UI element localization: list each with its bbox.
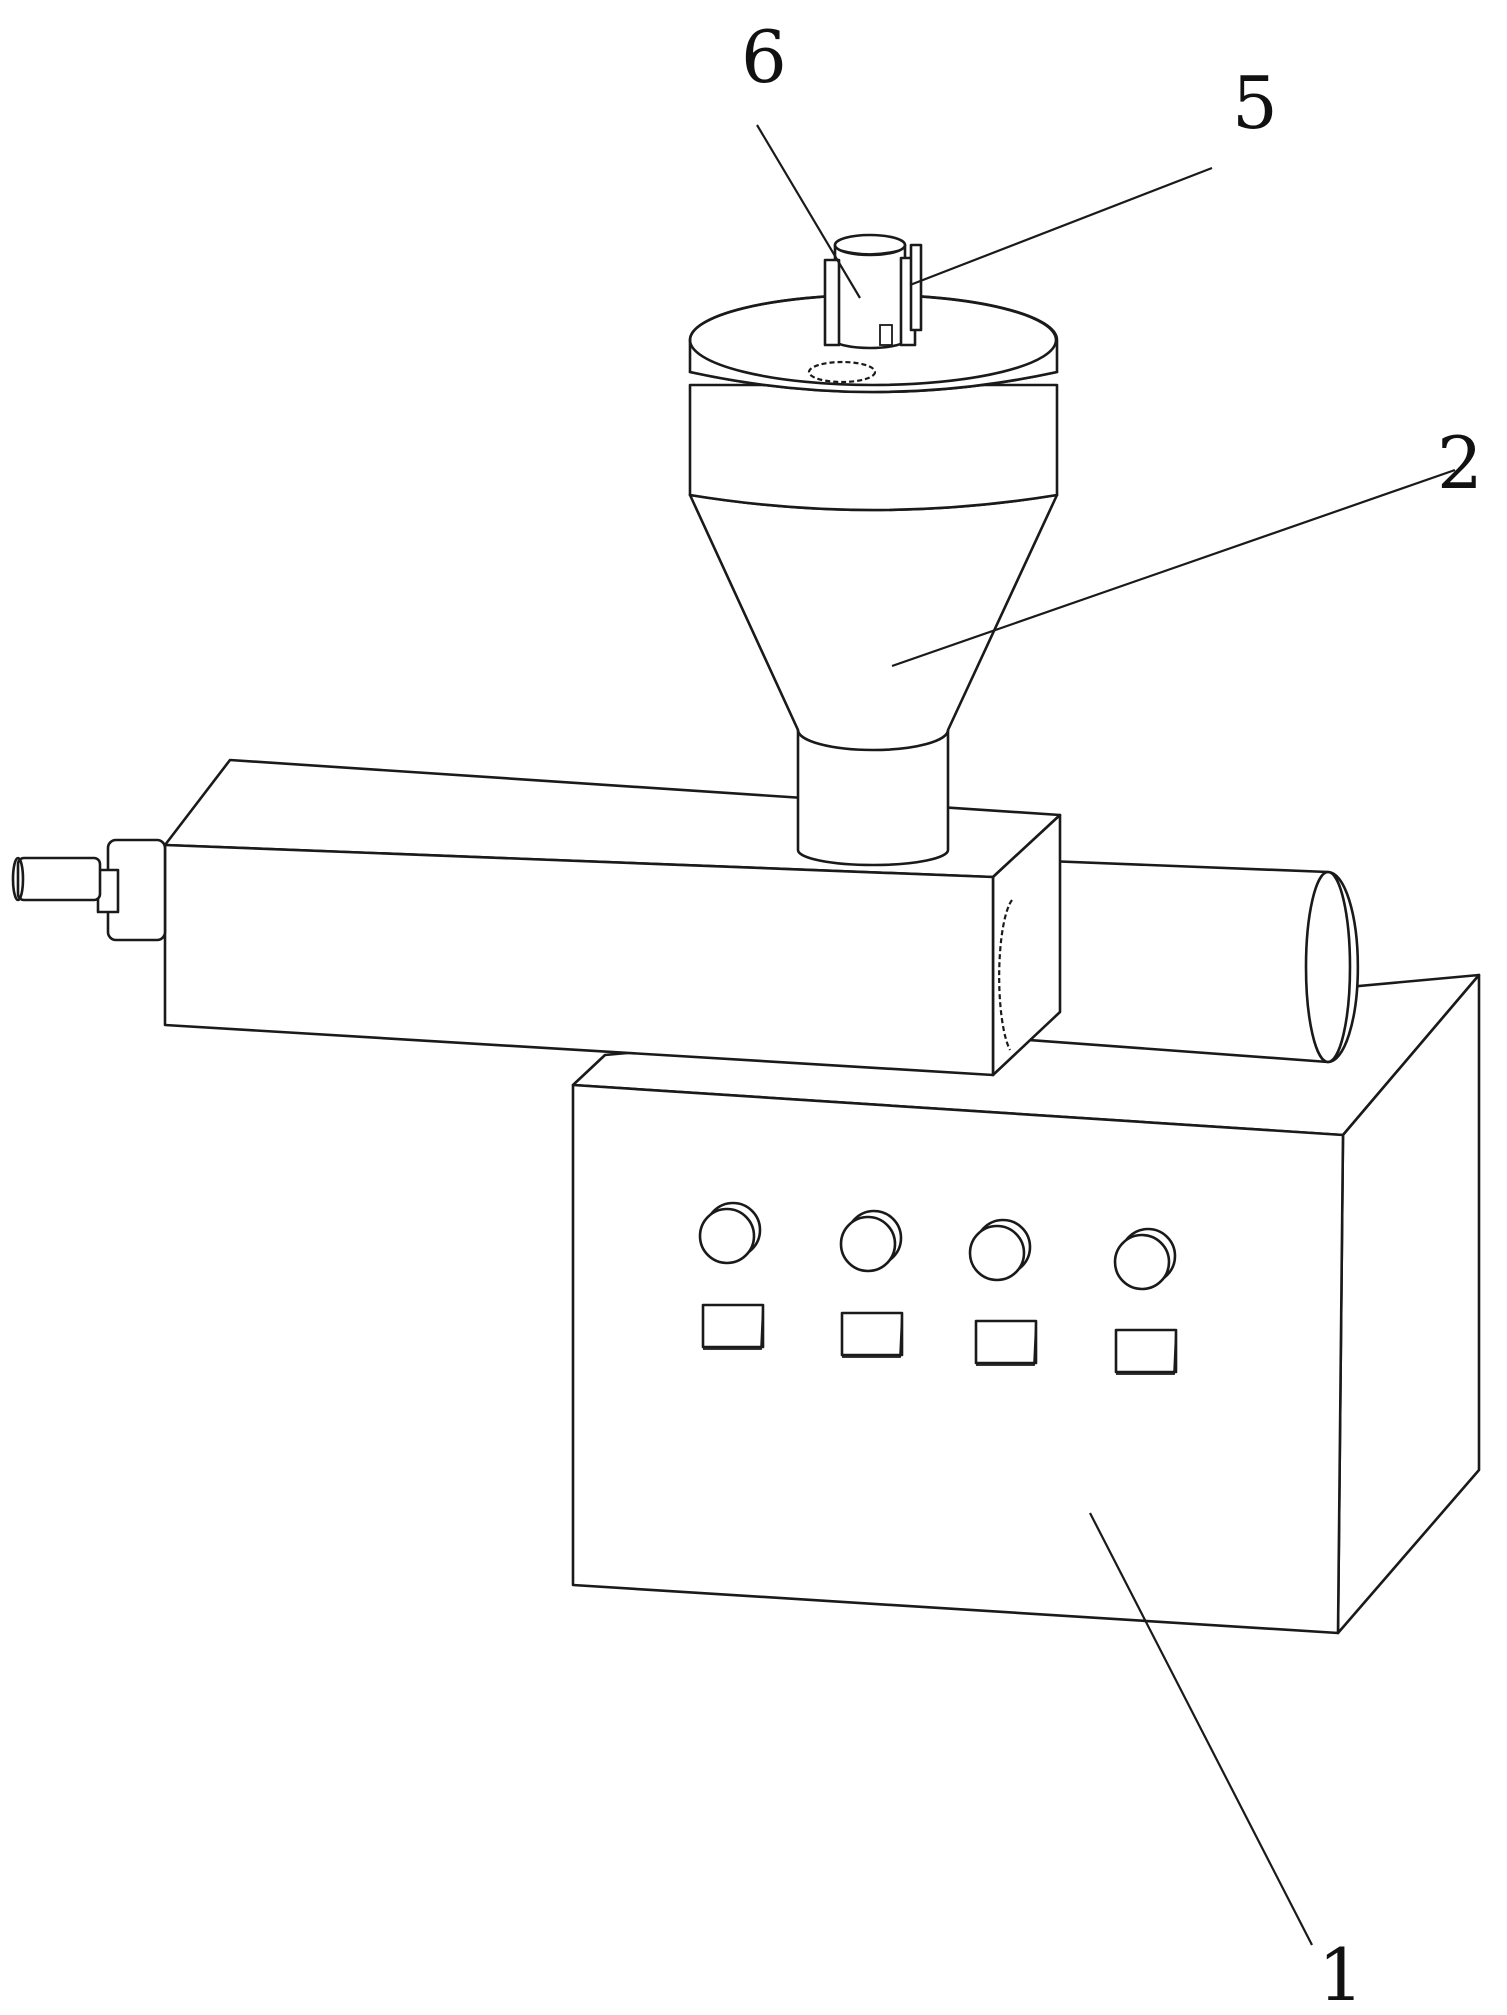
switch-icon xyxy=(701,1303,765,1350)
callout-labels: 6 5 2 1 xyxy=(741,15,1483,2015)
barrel-front-face xyxy=(163,843,995,1077)
leader-6 xyxy=(756,124,861,299)
callout-5: 5 xyxy=(1232,61,1278,145)
control-cabinet xyxy=(571,973,1481,1635)
control-switches xyxy=(701,1303,1178,1375)
knob-icon xyxy=(968,1218,1032,1282)
knob-icon xyxy=(698,1201,762,1265)
lid-opening xyxy=(807,360,877,384)
callout-1: 1 xyxy=(1318,1933,1364,2015)
control-knobs xyxy=(698,1201,1177,1291)
cabinet-front-face xyxy=(571,1083,1345,1635)
switch-icon xyxy=(1114,1328,1178,1375)
bracket-right-rear xyxy=(909,243,923,332)
knob-icon xyxy=(1113,1227,1177,1291)
leader-1 xyxy=(1089,1512,1313,1946)
hopper-body xyxy=(688,383,1059,512)
hopper-throat xyxy=(796,728,950,867)
callout-6: 6 xyxy=(741,15,787,99)
leader-5 xyxy=(909,166,1213,287)
motor-cylinder xyxy=(994,856,1360,1064)
extruder-nozzle xyxy=(11,838,167,942)
bracket-left xyxy=(823,258,841,347)
feed-tube-assembly xyxy=(823,233,923,350)
knob-icon xyxy=(839,1209,903,1273)
callout-2: 2 xyxy=(1437,421,1483,505)
feed-hopper xyxy=(688,293,1059,867)
leader-lines xyxy=(756,124,1456,1946)
hopper-cone xyxy=(688,493,1059,752)
switch-icon xyxy=(840,1311,904,1358)
feed-tube xyxy=(833,243,907,350)
switch-icon xyxy=(974,1319,1038,1366)
leader-2 xyxy=(891,468,1456,668)
